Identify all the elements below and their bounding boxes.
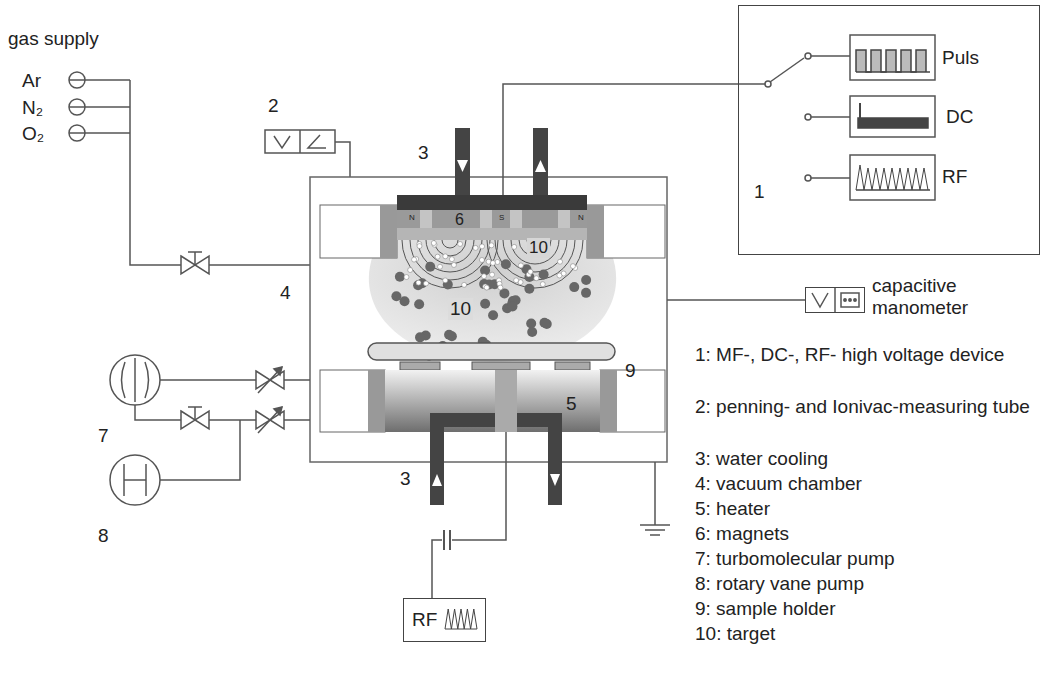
- node-text: RF: [412, 609, 437, 631]
- callout-number: 9: [625, 360, 636, 382]
- pumps: [110, 355, 310, 505]
- callout-number: 6: [455, 211, 464, 229]
- callout-number: 10: [448, 298, 473, 320]
- mode-label: DC: [946, 106, 973, 128]
- legend-entry: 1: MF-, DC-, RF- high voltage device: [695, 342, 1047, 367]
- legend-entry: 7: turbomolecular pump: [695, 546, 1047, 571]
- power-switch: [503, 35, 935, 200]
- legend-entry: 10: target: [695, 621, 1047, 646]
- node-text: 1: [754, 181, 765, 203]
- callout-number: 7: [98, 425, 109, 447]
- capacitive-manometer: capacitive manometer: [805, 287, 865, 313]
- legend-entry: 8: rotary vane pump: [695, 571, 1047, 596]
- group-label: gas supply: [8, 28, 99, 50]
- gas-name: N₂: [22, 97, 43, 119]
- penning-gauge: [265, 130, 350, 177]
- rf-bias-supply: RF: [403, 598, 486, 642]
- node-text: capacitive manometer: [872, 275, 992, 319]
- callout-number: 5: [566, 393, 577, 415]
- pole-letter: N: [409, 213, 415, 222]
- callout-number: 8: [98, 525, 109, 547]
- callout-number: 2: [268, 95, 279, 117]
- legend-entry: 4: vacuum chamber: [695, 471, 1047, 496]
- ground-symbol: [640, 462, 670, 535]
- legend-entry: 6: magnets: [695, 521, 1047, 546]
- mode-label: Puls: [942, 47, 979, 69]
- sample-holder-heater: [320, 343, 665, 505]
- legend-entry: 2: penning- and Ionivac-measuring tube: [695, 394, 1047, 419]
- callout-number: 4: [280, 282, 291, 304]
- pole-letter: S: [499, 213, 504, 222]
- pole-letter: N: [578, 213, 584, 222]
- mode-label: RF: [942, 166, 967, 188]
- legend-entry: 5: heater: [695, 496, 1047, 521]
- gas-name: O₂: [22, 123, 44, 145]
- power-supply-panel: 1: [738, 5, 1040, 255]
- rf-waveform: [443, 605, 479, 635]
- legend-entry: 9: sample holder: [695, 596, 1047, 621]
- callout-number: 10: [527, 238, 550, 258]
- gas-name: Ar: [22, 70, 41, 92]
- legend-entry: 3: water cooling: [695, 446, 1047, 471]
- cathode: [320, 128, 665, 362]
- callout-number: 3: [418, 142, 429, 164]
- callout-number: 3: [400, 468, 411, 490]
- gas-valves: [69, 72, 310, 274]
